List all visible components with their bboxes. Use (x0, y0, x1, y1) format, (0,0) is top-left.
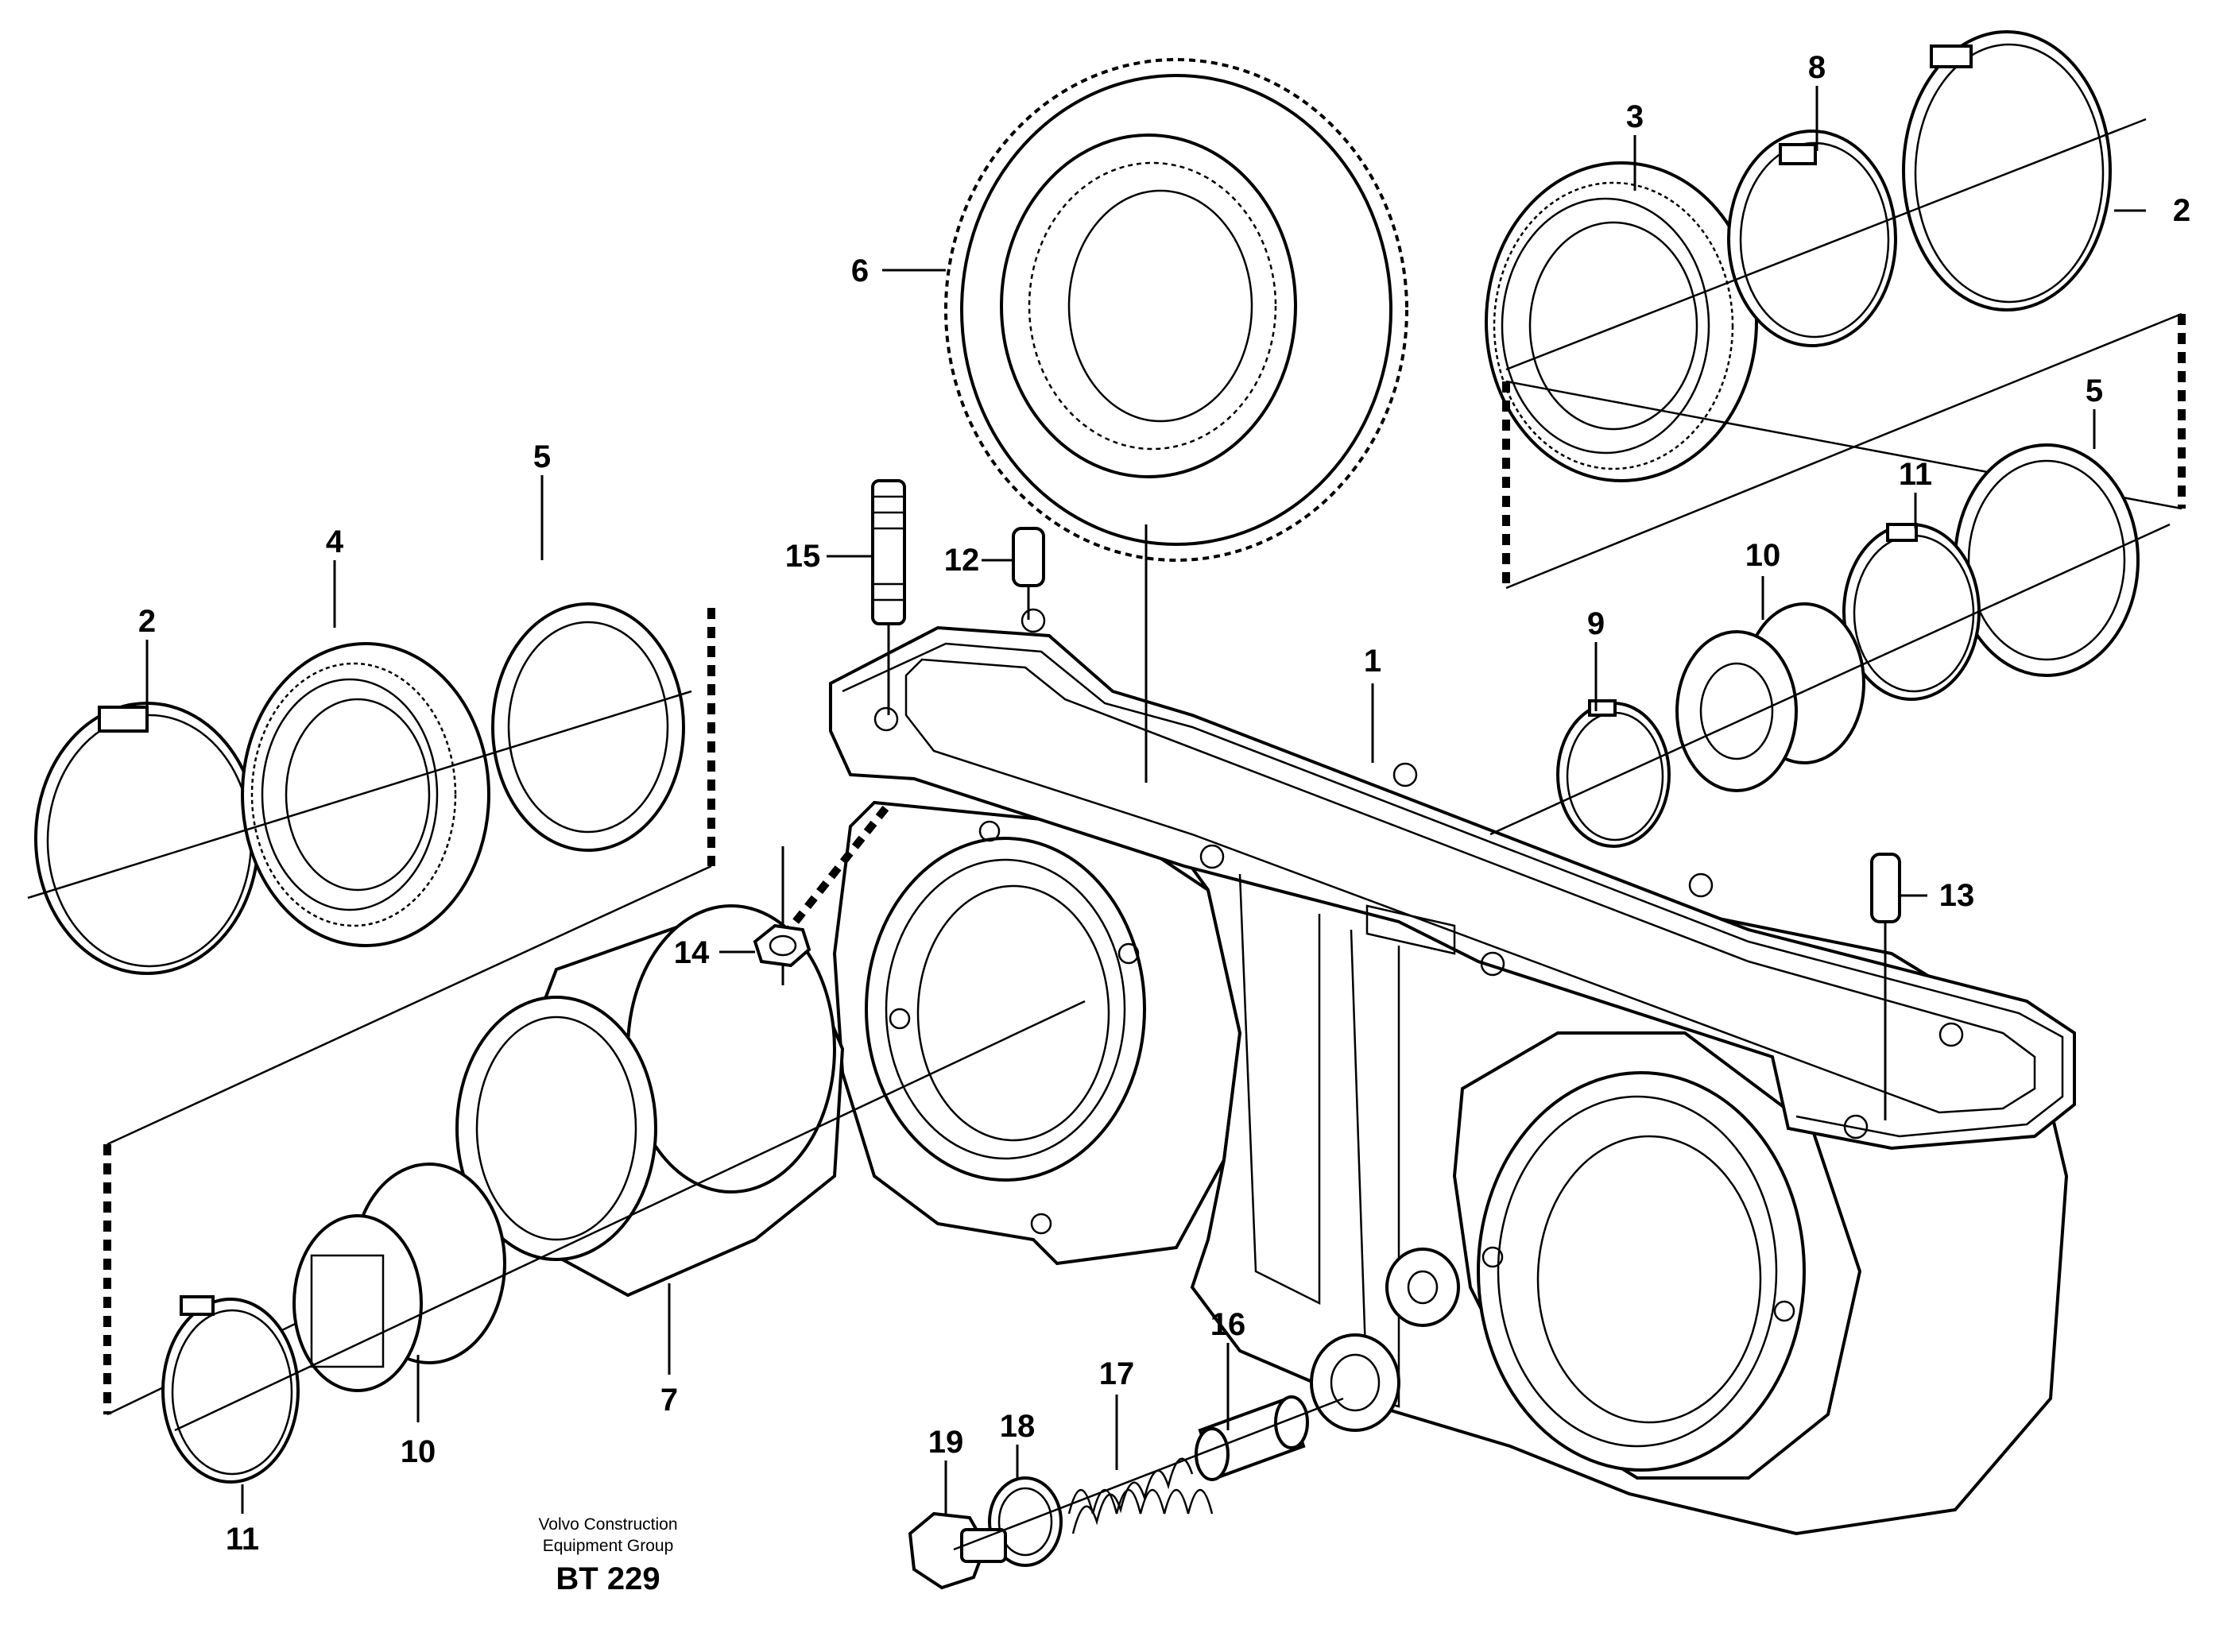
left-bearing-group (27, 602, 893, 1416)
callout-9: 9 (1587, 606, 1605, 641)
callout-16: 16 (1210, 1307, 1246, 1342)
footer-line-2: Equipment Group (543, 1537, 674, 1555)
small-parts (753, 479, 1901, 1590)
middle-right-group (1489, 443, 2171, 848)
spur-gear-large (944, 58, 1408, 783)
callout-labels: 1 2 2 3 4 5 5 6 7 8 9 10 10 11 11 12 13 … (138, 50, 2190, 1557)
callout-6: 6 (851, 253, 869, 288)
callout-11-left: 11 (226, 1522, 259, 1557)
callout-14: 14 (674, 935, 710, 970)
callout-1: 1 (1364, 644, 1381, 679)
callout-10-left: 10 (401, 1434, 436, 1469)
callout-3: 3 (1626, 99, 1644, 134)
callout-2-right: 2 (2173, 193, 2190, 228)
leader-lines (145, 86, 2146, 1514)
callout-15: 15 (785, 539, 821, 574)
callout-7: 7 (660, 1383, 678, 1418)
illustration-code: BT 229 (556, 1561, 660, 1596)
publisher-footer: Volvo Construction Equipment Group BT 22… (538, 1515, 677, 1596)
callout-10-right: 10 (1745, 538, 1781, 573)
callout-11-right: 11 (1899, 457, 1932, 492)
upper-right-bearing-group (1485, 30, 2186, 590)
callout-2-left: 2 (138, 604, 156, 639)
callout-5-left: 5 (533, 439, 551, 474)
callout-17: 17 (1099, 1356, 1135, 1391)
footer-line-1: Volvo Construction (538, 1515, 677, 1534)
callout-8: 8 (1808, 50, 1826, 85)
callout-19: 19 (928, 1425, 964, 1460)
callout-13: 13 (1939, 878, 1975, 913)
callout-12: 12 (944, 543, 980, 578)
gearbox-housing (829, 608, 2076, 1536)
callout-5-right: 5 (2086, 373, 2103, 408)
callout-4: 4 (326, 524, 344, 559)
callout-18: 18 (1000, 1409, 1036, 1444)
